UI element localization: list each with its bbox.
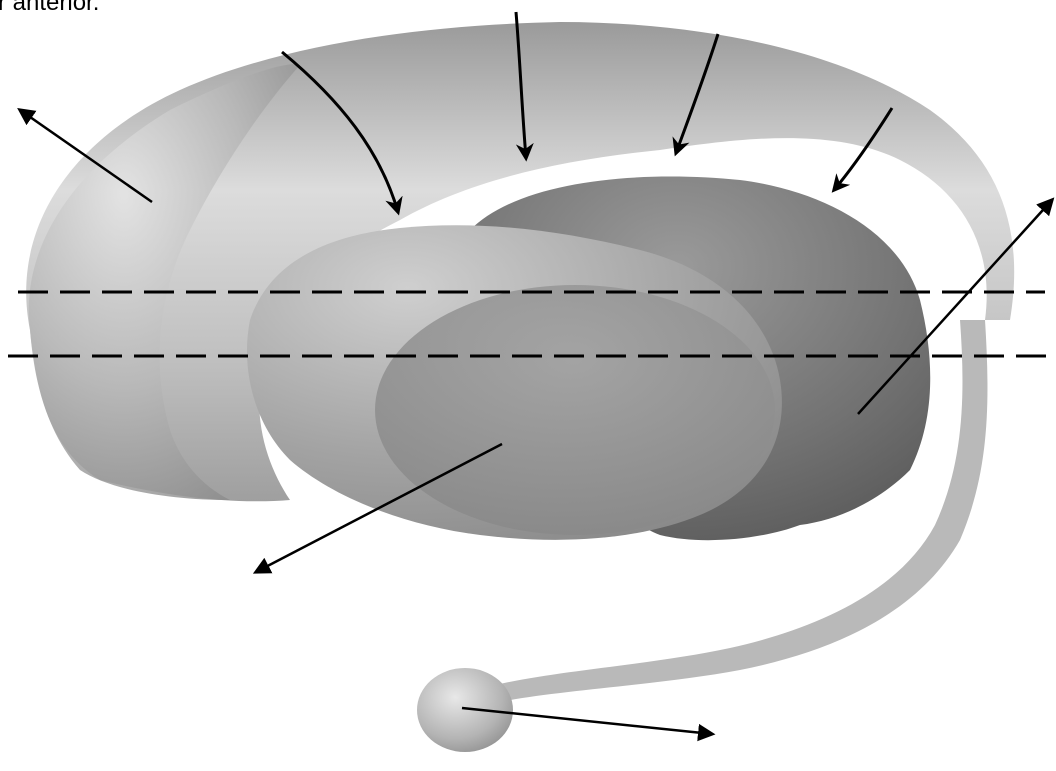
globus-pallidus [375,285,775,535]
amygdala [417,668,513,752]
